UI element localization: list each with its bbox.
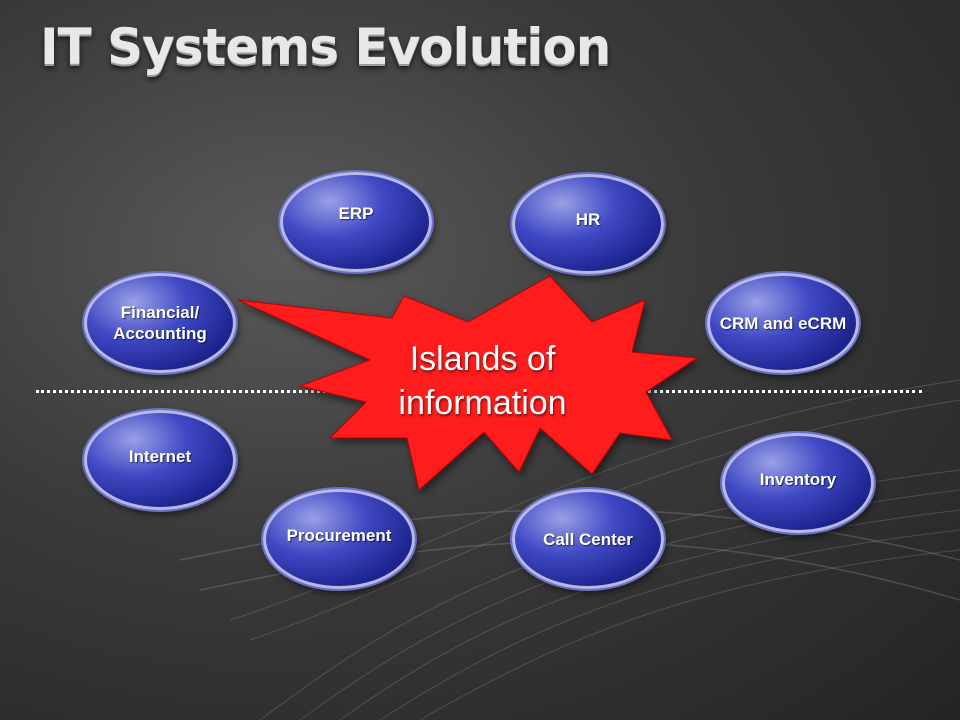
island-label-call-center: Call Center xyxy=(543,529,633,549)
island-internet: Internet xyxy=(84,410,236,510)
island-label-crm-ecrm: CRM and eCRM xyxy=(719,313,847,333)
islands-of-information-label: Islands of information xyxy=(398,340,567,422)
island-inventory: Inventory xyxy=(722,433,874,533)
island-hr: HR xyxy=(512,174,664,274)
island-financial-accounting: Financial/ Accounting xyxy=(84,273,236,373)
page-title: IT Systems Evolution xyxy=(40,18,611,76)
island-label-erp: ERP xyxy=(338,203,374,223)
island-label-internet: Internet xyxy=(128,446,192,466)
island-procurement: Procurement xyxy=(263,489,415,589)
island-label-inventory: Inventory xyxy=(759,469,837,489)
island-label-procurement: Procurement xyxy=(286,525,392,545)
island-crm-ecrm: CRM and eCRM xyxy=(707,273,859,373)
island-label-hr: HR xyxy=(575,209,601,229)
dotted-divider-right xyxy=(635,390,922,393)
dotted-divider-left xyxy=(36,390,326,393)
island-call-center: Call Center xyxy=(512,489,664,589)
island-label-financial-accounting: Financial/ Accounting xyxy=(113,303,207,343)
island-erp: ERP xyxy=(280,172,432,272)
